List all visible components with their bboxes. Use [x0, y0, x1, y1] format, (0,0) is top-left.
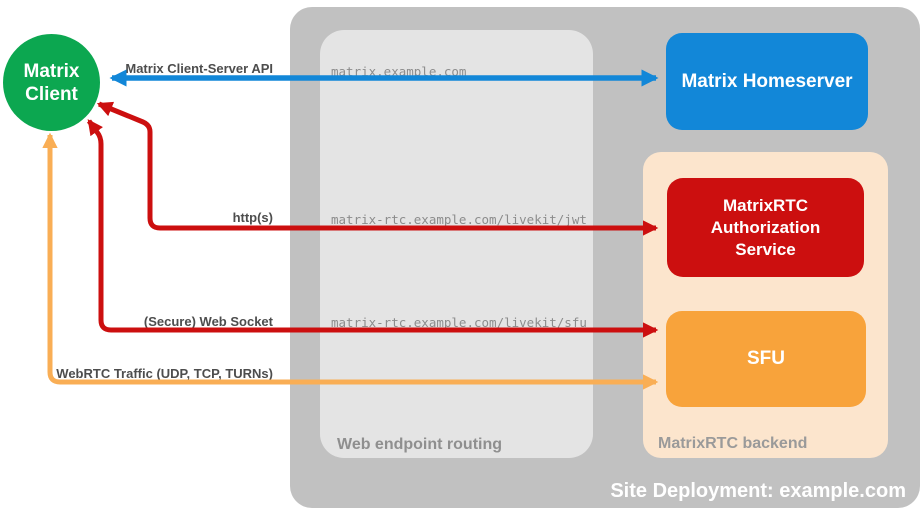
matrixrtc-authorization-service-node: MatrixRTC Authorization Service	[667, 178, 864, 277]
site-deployment-label: Site Deployment: example.com	[610, 480, 906, 502]
matrixrtc-backend-label: MatrixRTC backend	[658, 435, 808, 452]
web-endpoint-routing-box	[320, 30, 593, 458]
https-label: http(s)	[232, 210, 273, 225]
endpoint-matrix-example-com: matrix.example.com	[331, 64, 467, 79]
web-endpoint-routing-label: Web endpoint routing	[337, 436, 503, 453]
web-socket-label: (Secure) Web Socket	[143, 314, 273, 329]
sfu-node: SFU	[666, 311, 866, 407]
matrix-client-label: Matrix Client	[23, 60, 80, 105]
endpoint-livekit-sfu: matrix-rtc.example.com/livekit/sfu	[331, 315, 587, 330]
matrixrtc-authorization-service-label: MatrixRTC Authorization Service	[710, 195, 821, 259]
client-server-api-label: Matrix Client-Server API	[125, 61, 273, 76]
webrtc-traffic-label: WebRTC Traffic (UDP, TCP, TURNs)	[56, 366, 273, 381]
matrix-homeserver-node: Matrix Homeserver	[666, 33, 868, 130]
sfu-label: SFU	[747, 348, 785, 369]
matrix-client-node: Matrix Client	[3, 34, 100, 131]
endpoint-livekit-jwt: matrix-rtc.example.com/livekit/jwt	[331, 212, 587, 227]
matrix-homeserver-label: Matrix Homeserver	[681, 70, 853, 92]
